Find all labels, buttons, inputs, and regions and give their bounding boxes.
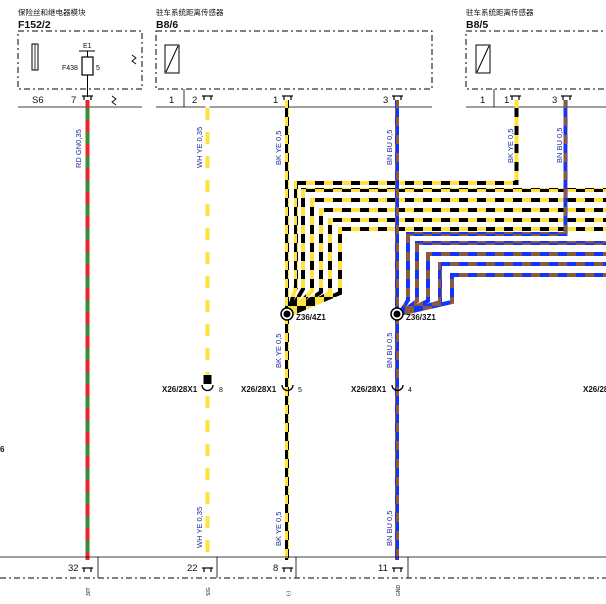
sensor-icon-slash: [476, 45, 490, 73]
module-id-b8-5: B8/5: [466, 19, 488, 31]
wire-segment-bk-ye-main: [285, 100, 289, 560]
module-name-fuse-relay: 保险丝和继电器模块: [18, 7, 86, 17]
bottom-tiny-label: (-): [286, 591, 292, 596]
relay-coil-icon: [81, 56, 94, 76]
splice-dot: [283, 310, 291, 318]
relay-label: E1: [83, 43, 92, 50]
wire-label-bk-ye-mid: BK YE 0,5: [274, 334, 283, 368]
wire-bundle-bn-bu: [398, 100, 606, 315]
bottom-tiny-label: 30T: [86, 587, 92, 596]
bottom-pin-22: 22: [187, 563, 198, 574]
bottom-tiny-label: SIG: [206, 587, 212, 596]
wire-label-bn-bu-lower: BN BU 0,5: [385, 511, 394, 546]
connector-socket-icon: [281, 384, 294, 392]
b8-5-pin-1: 1: [480, 95, 485, 106]
module-name-b8-5: 驻车系统距离传感器: [466, 7, 534, 17]
bottom-pin-11: 11: [378, 563, 388, 574]
wire-wh-ye: [205, 100, 210, 560]
module-id-b8-6: B8/6: [156, 19, 178, 31]
bottom-tiny-label: GND: [396, 585, 402, 597]
splice-z36-4z1: Z36/4Z1: [280, 307, 326, 322]
ground-zigzag-icon: [111, 95, 117, 106]
module-frame-b8-6: [155, 30, 433, 90]
bottom-pin-8: 8: [273, 563, 278, 574]
ground-label-s6: S6: [32, 95, 44, 106]
module-id-f152-2: F152/2: [18, 19, 51, 31]
sensor-icon-slash: [165, 45, 179, 73]
wire-label-bk-ye-upper: BK YE 0,5: [274, 131, 283, 165]
sensor-icon: [475, 44, 491, 74]
splice-label-left: Z36/4Z1: [296, 313, 326, 322]
wire-label-bn-bu-upper: BN BU 0,5: [385, 130, 394, 165]
wire-bk-ye-from-b8-5: [286, 100, 519, 314]
splice-z36-3z1: Z36/3Z1: [390, 307, 436, 322]
b8-6-pin-1b: 1: [273, 95, 278, 106]
sensor-icon: [164, 44, 180, 74]
wire-bn-bu-right: [399, 241, 606, 315]
wire-bn-bu-right: [403, 273, 606, 315]
pin-terminal: [82, 567, 403, 572]
connector-pin: 5: [298, 387, 302, 394]
connector-pin-icon: [203, 375, 212, 384]
sensor-module-b8-5: 驻车系统距离传感器 B8/5 1 1 3: [465, 7, 606, 108]
b8-6-pin-3: 3: [383, 95, 388, 106]
b8-6-pin-2: 2: [192, 95, 197, 106]
wire-label-bn-bu-mid: BN BU 0,5: [385, 333, 394, 368]
connector-x26-28x1-pin5: X26/28X1 5: [241, 384, 302, 394]
wire-rd-gn: [85, 100, 90, 560]
connector-socket-icon: [201, 384, 214, 392]
ground-zigzag-icon: [131, 54, 137, 65]
wire-label-bk-ye-right: BK YE 0,5: [506, 129, 515, 163]
connector-socket-icon: [391, 384, 404, 392]
fuse-relay-pin: 7: [71, 95, 76, 106]
wire-bn-bu-from-b8-5: [398, 100, 568, 315]
wire-bk-ye-right: [287, 188, 606, 315]
splice-label-right: Z36/3Z1: [406, 313, 436, 322]
wire-bk-ye-right: [288, 198, 606, 315]
bottom-module: 32 22 8 11 30T SIG (-) GND: [0, 556, 606, 597]
wire-bundle-bk-ye: [286, 100, 606, 315]
connector-label: X26/28X1: [162, 385, 198, 394]
module-frame-fuse-relay: [17, 30, 143, 90]
sensor-module-b8-6: 驻车系统距离传感器 B8/6 1 2 1 3: [155, 7, 433, 108]
connector-x26-28x1-pin8: X26/28X1 8: [162, 375, 223, 394]
fuse-label: F438: [62, 65, 78, 72]
b8-5-pin-1b: 1: [504, 95, 509, 106]
connector-x26-28x1-pin4: X26/28X1 4: [351, 384, 412, 394]
relay-pin-label: 5: [96, 65, 100, 72]
wire-label-wh-ye-upper: WH YE 0,35: [195, 127, 204, 168]
inline-connectors: X26/28X1 8 X26/28X1 5 X26/28X1 4 X26/28: [162, 375, 606, 394]
edge-reference-marker: 6: [0, 445, 5, 454]
wire-segment-rd-gn: [85, 100, 90, 560]
wire-label-bn-bu-right: BN BU 0,5: [555, 128, 564, 163]
wire-bn-bu-right: [401, 252, 606, 315]
wire-label-wh-ye-lower: WH YE 0,35: [195, 507, 204, 548]
connector-label: X26/28X1: [241, 385, 277, 394]
pin-terminal: [202, 95, 403, 100]
wire-bk-ye-right: [292, 227, 606, 315]
splice-dot: [393, 310, 401, 318]
wire-label-bk-ye-lower: BK YE 0,5: [274, 512, 283, 546]
wire-bk-ye-right: [289, 208, 606, 315]
wire-labels: RD GN0,35 WH YE 0,35 BK YE 0,5 BN BU 0,5…: [74, 127, 564, 548]
wire-segment-bn-bu-main: [395, 100, 399, 560]
connector-pin: 8: [219, 387, 223, 394]
b8-5-pin-3: 3: [552, 95, 557, 106]
b8-6-pin-1: 1: [169, 95, 174, 106]
connector-label: X26/28X1: [351, 385, 387, 394]
pin-terminal: [510, 95, 572, 100]
fuse-relay-module: 保险丝和继电器模块 F152/2 E1 F438 5 S6 7: [17, 7, 143, 108]
bottom-pin-32: 32: [68, 563, 79, 574]
connector-label-partial: X26/28: [583, 385, 606, 394]
module-name-b8-6: 驻车系统距离传感器: [156, 7, 224, 17]
connector-pin: 4: [408, 387, 412, 394]
wire-bk-ye-right: [291, 218, 606, 315]
wire-label-rd-gn: RD GN0,35: [74, 129, 83, 168]
wire-segment-wh-ye: [205, 100, 210, 560]
module-frame-b8-5: [465, 30, 606, 90]
